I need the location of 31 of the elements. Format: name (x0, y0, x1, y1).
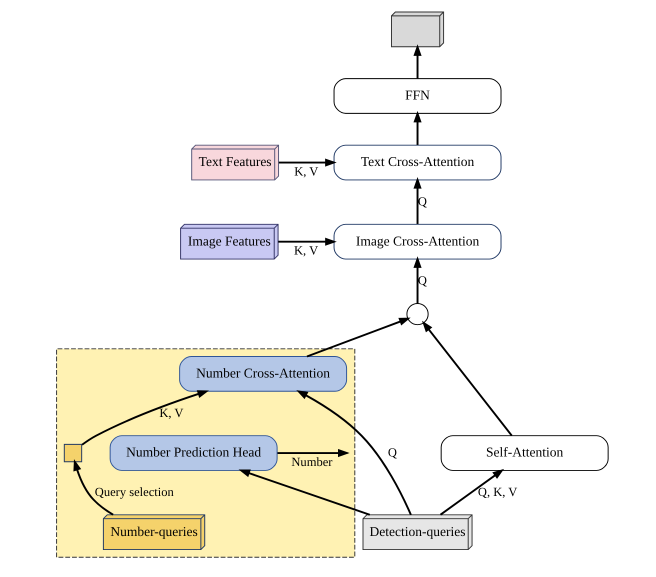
node-box: Number Cross-Attention (178, 356, 347, 392)
cluster (56, 348, 355, 558)
arrow (296, 390, 412, 516)
arrow (412, 110, 422, 145)
edge-label: Query selection (94, 484, 174, 499)
node-box: Self-Attention (440, 435, 608, 471)
arrow (72, 459, 114, 516)
edge-label: Number (290, 454, 332, 469)
arrow (412, 256, 422, 304)
node-box: Image Cross-Attention (333, 224, 501, 260)
edge-label: Q, K, V (477, 484, 517, 499)
arrow (421, 320, 512, 436)
edge-label: K, V (158, 406, 183, 420)
edge-label: Q (417, 274, 426, 288)
edge-label: Q (387, 445, 396, 460)
arrow (412, 177, 422, 224)
arrow (238, 469, 370, 516)
arrow (412, 44, 422, 78)
arrow (306, 318, 410, 358)
edge-label: Q (417, 194, 426, 208)
node-box: Number Prediction Head (109, 435, 278, 471)
node-box (63, 444, 82, 462)
node-circle (406, 302, 428, 326)
arrow (81, 390, 209, 446)
arrow (278, 158, 336, 167)
edge-label: K, V (294, 164, 318, 178)
node-box: Text Cross-Attention (333, 144, 501, 180)
arrow (439, 468, 504, 516)
arrow (278, 238, 336, 246)
node-box: FFN (333, 78, 501, 114)
edge-label: K, V (293, 244, 318, 258)
